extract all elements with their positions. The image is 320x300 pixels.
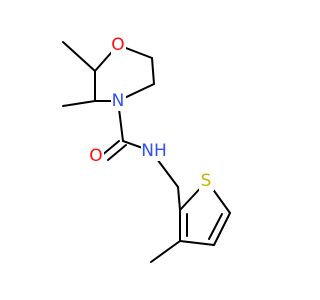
n1-background bbox=[111, 91, 126, 111]
molecule-structure: O N O NH S bbox=[62, 35, 231, 263]
bond-thiophene-c5-c4 bbox=[213, 212, 231, 246]
atom-label-o1: O bbox=[111, 35, 124, 55]
atom-labels: O N O NH S bbox=[89, 35, 211, 191]
o2-background bbox=[89, 146, 104, 166]
bond-c2-methyl bbox=[62, 41, 96, 72]
o1-background bbox=[111, 35, 126, 55]
nh-background bbox=[141, 141, 167, 161]
bond-ch2-thiophene bbox=[177, 186, 181, 211]
atom-label-s1: S bbox=[201, 171, 212, 191]
bond-carbonyl-o-2 bbox=[107, 144, 127, 161]
atom-label-nh: NH bbox=[141, 141, 167, 161]
bond-layer bbox=[62, 41, 231, 263]
bond-c5-c6 bbox=[151, 57, 155, 85]
bond-thiophene-c4-c3 bbox=[179, 240, 215, 246]
atom-label-n1: N bbox=[112, 91, 125, 111]
atom-label-o2: O bbox=[89, 146, 102, 166]
molecule-diagram: O N O NH S bbox=[62, 35, 231, 263]
atom-label-backgrounds bbox=[89, 35, 214, 191]
s1-background bbox=[199, 171, 214, 191]
bond-thiophene-methyl bbox=[150, 240, 181, 263]
bond-c3-methyl bbox=[62, 100, 96, 107]
bond-thiophene-c5-c4-inner bbox=[208, 213, 223, 240]
